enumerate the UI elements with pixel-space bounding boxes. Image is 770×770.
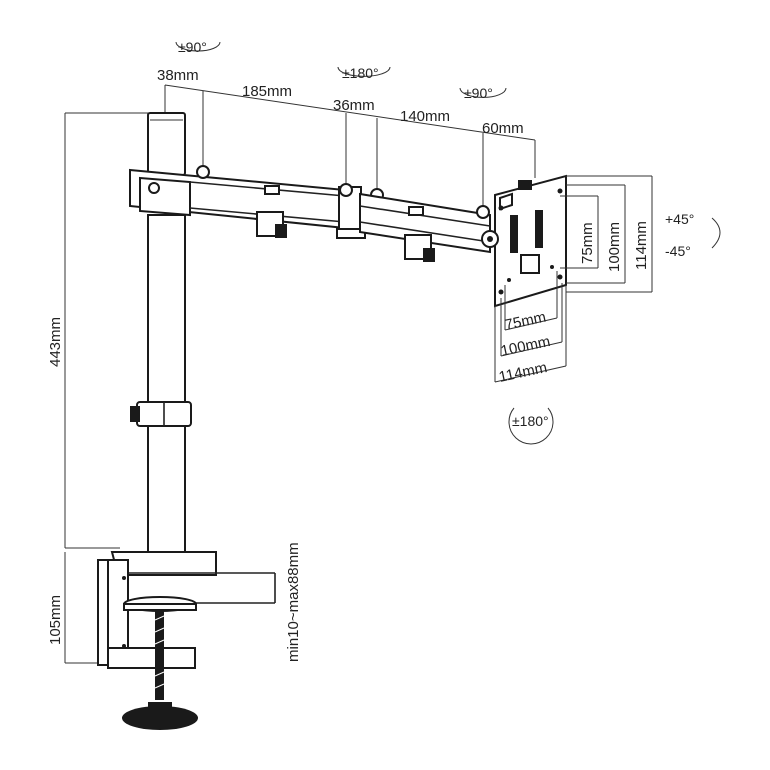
vesa-100-horizontal-label: 100mm [499,333,551,360]
desk-base [110,551,217,576]
desk-edge [125,572,276,604]
clamp-height-label: 105mm [47,595,64,645]
arm-segment-1 [129,165,346,238]
rotation-arrow-icon [337,66,391,77]
vesa-75-vertical-label: 75mm [579,222,596,264]
pole-swivel-label: ±90° [178,39,207,55]
vesa-100-vertical-label: 100mm [606,222,623,272]
vesa-vertical-dimensions [560,175,653,293]
vesa-114-horizontal-label: 114mm [497,359,548,386]
elbow-swivel-indicator: ±180° [337,65,391,81]
pole [147,112,186,566]
rotation-arrow-icon [508,407,554,445]
arm-length-2-label: 140mm [400,108,450,125]
top-dimension-line [164,84,536,212]
arm-segment-2 [359,192,491,262]
vesa-plate [481,174,567,308]
head-swivel-label: ±90° [464,85,493,101]
elbow-swivel-label: ±180° [342,65,379,81]
pole-swivel-indicator: ±90° [175,39,221,55]
tilt-down-label: -45° [665,243,691,259]
rotate-indicator: ±180° [508,407,554,445]
head-offset-label: 60mm [482,120,524,137]
vesa-horizontal-dimensions [494,271,567,383]
clamp-screw [154,610,165,700]
clamp-knob[interactable] [122,702,198,730]
vesa-114-vertical-label: 114mm [633,221,650,270]
arm-length-1-label: 185mm [242,83,292,100]
rotate-label: ±180° [512,413,549,429]
rotation-arrow-icon [175,41,221,52]
rotation-arrow-icon [459,87,507,98]
tilt-indicator: +45° -45° [665,211,721,259]
arm-offset-label: 38mm [157,67,199,84]
joint-width-label: 36mm [333,97,375,114]
tilt-arrow-icon [711,217,721,249]
tilt-up-label: +45° [665,211,694,227]
pole-height-dimension [64,112,160,549]
clamp-plate [123,596,197,612]
vesa-75-horizontal-label: 75mm [503,309,547,334]
height-collar [130,401,192,427]
desk-thickness-label: min10~max88mm [285,542,302,662]
head-swivel-indicator: ±90° [459,85,507,101]
pole-height-label: 443mm [47,317,64,367]
clamp-body [97,559,196,669]
